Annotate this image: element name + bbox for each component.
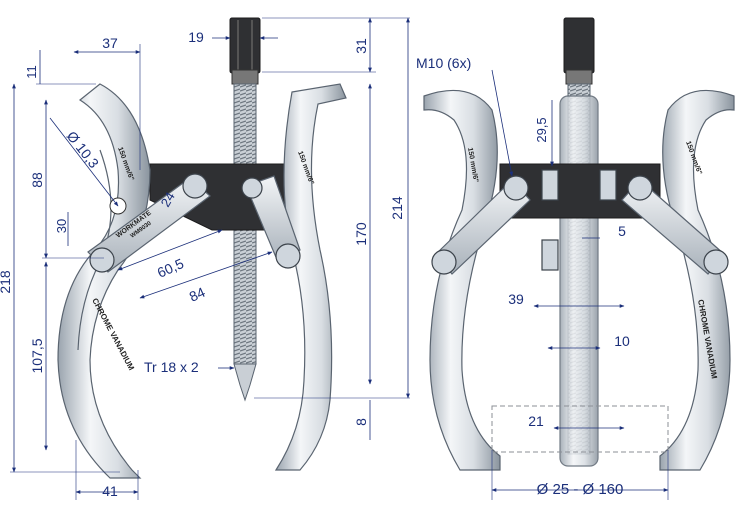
right-link xyxy=(245,175,301,263)
dim-21: 21 xyxy=(528,413,544,429)
right-jaw-b xyxy=(659,89,735,471)
dim-60-5: 60,5 xyxy=(155,255,187,281)
dim-range: Ø 25 - Ø 160 xyxy=(537,481,624,498)
dim-88: 88 xyxy=(29,172,45,188)
right-jaw-a xyxy=(423,89,501,471)
dim-170: 170 xyxy=(353,222,369,246)
left-jaw-b xyxy=(274,83,347,471)
left-view: 150 mm/6" 150 mm/6" WORKMATE WM9030 CHRO… xyxy=(57,17,347,479)
dim-thread: Tr 18 x 2 xyxy=(144,359,199,375)
dim-107-5: 107,5 xyxy=(29,338,45,373)
right-dimensions: M10 (6x) 29,5 5 39 10 21 Ø 25 - Ø 160 xyxy=(416,55,669,500)
dim-10-3: Ø 10,3 xyxy=(64,128,103,171)
right-spindle xyxy=(559,17,599,467)
dim-29-5: 29,5 xyxy=(534,117,549,142)
dim-24: 24 xyxy=(158,189,178,209)
dim-37: 37 xyxy=(102,35,118,51)
dim-84: 84 xyxy=(187,284,208,305)
dim-41: 41 xyxy=(102,483,118,499)
left-dimensions: 11 37 19 31 214 170 8 218 88 107,5 xyxy=(0,17,410,500)
dim-218: 218 xyxy=(0,270,13,294)
bolt-icon xyxy=(182,173,208,199)
material-engraving: CHROME VANADIUM xyxy=(90,297,136,372)
bolt-icon xyxy=(89,247,115,273)
range-box xyxy=(491,405,669,453)
bolt-icon xyxy=(241,177,263,199)
dim-39: 39 xyxy=(508,291,524,307)
dim-214: 214 xyxy=(389,196,405,220)
dim-19: 19 xyxy=(188,29,204,45)
bolt-icon xyxy=(275,243,301,269)
dim-10: 10 xyxy=(614,333,630,349)
right-view: 150 mm/6" 150 mm/6" CHROME VANADIUM xyxy=(423,17,735,471)
dim-30: 30 xyxy=(54,219,69,233)
dim-m10: M10 (6x) xyxy=(416,55,471,71)
dim-31: 31 xyxy=(353,38,369,54)
dim-5: 5 xyxy=(618,223,626,239)
dim-8: 8 xyxy=(353,418,369,426)
dim-11: 11 xyxy=(24,65,39,79)
